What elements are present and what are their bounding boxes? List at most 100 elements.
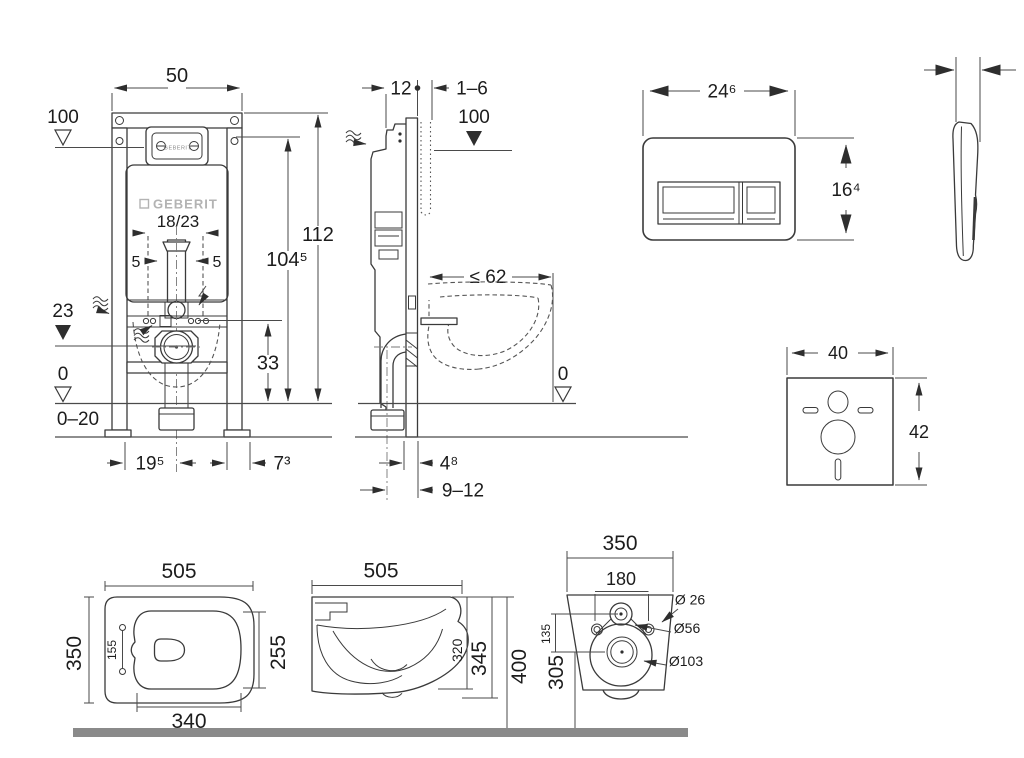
level-marker-open	[54, 129, 72, 147]
boss-tangent	[595, 618, 612, 635]
hatch	[405, 357, 418, 368]
mounting-panel	[405, 117, 419, 438]
water-supply-arrow	[96, 306, 110, 314]
flush-hole	[153, 638, 186, 662]
level-marker-filled	[55, 325, 71, 340]
dim-offset-left: 5	[132, 254, 141, 271]
dim-bowl-reach: ≤ 62	[470, 267, 507, 288]
bowl-dashed-front	[478, 284, 554, 370]
rim-line	[316, 608, 447, 629]
view-frame-side: 12 1–6 100 ≤ 62 0 4⁸ 9–12	[345, 79, 688, 502]
dim-pad-height: 42	[909, 422, 929, 442]
frame-top-rail	[111, 112, 243, 129]
water-supply-icon	[345, 130, 362, 145]
dim-bolt-spacing: 180	[606, 569, 636, 589]
hatch	[405, 348, 418, 359]
plate-profile	[952, 121, 979, 262]
sound-pad-body	[786, 377, 894, 486]
dim-frame-depth: 12	[390, 79, 411, 100]
frame-left-rail	[111, 127, 128, 431]
bowl-dashed-bottom	[427, 300, 480, 370]
dim-drain-level: 33	[257, 353, 279, 375]
frame-screw-hole	[230, 116, 239, 125]
dim-foot-right: 7³	[274, 454, 291, 475]
pad-bolt-slot	[857, 407, 874, 414]
dim-actuator-height: 104⁵	[266, 249, 308, 271]
dim-rear-width: 350	[602, 532, 637, 555]
dim-opening-width: 340	[171, 710, 206, 733]
bowl-outline-rear	[566, 594, 674, 691]
dim-height-bowl: 345	[468, 641, 491, 676]
flush-button-frame	[657, 181, 781, 225]
dim-bowl-width: 350	[63, 636, 86, 671]
dim-plate-width: 24⁶	[708, 82, 737, 103]
fill-valve	[374, 211, 403, 229]
dim-foot-left: 19⁵	[135, 454, 164, 475]
pad-drain-hole	[820, 419, 856, 455]
bowl-projection-dashed	[132, 321, 221, 388]
bowl-outline-side	[311, 596, 469, 695]
frame-left-foot	[104, 429, 132, 438]
view-sound-pad: 40 42	[786, 343, 929, 486]
screw-dot	[398, 139, 402, 143]
flush-plate-body	[642, 137, 796, 241]
drain-bend-inner	[392, 351, 407, 408]
dim-zero-level: 0	[558, 364, 569, 385]
dim-total-height: 112	[302, 224, 334, 246]
frame-screw-hole	[115, 116, 124, 125]
bolt-hole	[591, 623, 603, 636]
fixing-hole	[187, 317, 195, 325]
rear-boss-outline	[589, 623, 653, 687]
dia-inlet-label: Ø56	[674, 620, 701, 636]
fill-valve-lower	[374, 229, 403, 247]
drain-hole-inner	[610, 640, 634, 664]
small-flush-button	[746, 186, 776, 214]
floor-bar	[73, 728, 688, 737]
dim-plate-height: 16⁴	[831, 180, 860, 201]
water-supply-arrow	[353, 139, 367, 147]
panel-cutout	[408, 295, 416, 310]
dim-wall-finish: 1–6	[456, 79, 488, 100]
leader-arrow	[661, 608, 679, 623]
bowl-bottom-dip	[381, 692, 403, 698]
seat-hole	[119, 624, 126, 631]
dim-bowl-length-side: 505	[363, 560, 398, 583]
bowl-foot	[602, 689, 640, 700]
valve-detail	[378, 249, 399, 260]
water-supply-arrow	[139, 325, 153, 336]
dia-bolt-label: Ø 26	[675, 592, 706, 608]
drain-center	[620, 650, 624, 654]
dim-bowl-length: 505	[161, 560, 196, 583]
dim-drain-height: 305	[545, 655, 568, 690]
brand-logo-text: GEBERIT	[153, 197, 218, 212]
dim-height-inner: 320	[449, 638, 465, 662]
pad-bolt-slot	[802, 407, 819, 414]
dim-outlet: 4⁸	[440, 454, 459, 475]
bowl-outline-top	[104, 596, 255, 704]
water-line	[370, 658, 408, 672]
window-brand-label: GEBERIT	[164, 146, 192, 152]
dim-outlet-range: 9–12	[442, 481, 484, 502]
bowl-opening	[130, 610, 242, 690]
plate-profile-step	[972, 196, 977, 241]
view-bowl-top: 155 505 350 255 340	[63, 560, 290, 733]
view-flush-plate: 24⁶ 16⁴	[642, 82, 861, 241]
dim-inlet-drop: 135	[539, 624, 553, 644]
drain-outlet-box	[370, 409, 405, 431]
frame-lug	[115, 137, 124, 145]
brand-logo-square	[139, 198, 150, 209]
trap-line	[316, 624, 403, 685]
seat-hole	[119, 668, 126, 675]
dim-height-total: 400	[508, 649, 531, 684]
leader-arrow	[634, 623, 672, 633]
dim-dot	[414, 85, 421, 91]
drain-bend-outer	[380, 333, 407, 408]
label-bg	[263, 251, 311, 270]
screw-dot	[398, 132, 402, 136]
level-marker-filled	[466, 131, 482, 146]
view-plate-side	[924, 57, 1016, 262]
fixing-bracket	[159, 315, 172, 327]
view-bowl-rear: 350 180 135 305 Ø 26 Ø56 Ø103	[539, 532, 705, 730]
level-marker-open	[53, 386, 73, 403]
